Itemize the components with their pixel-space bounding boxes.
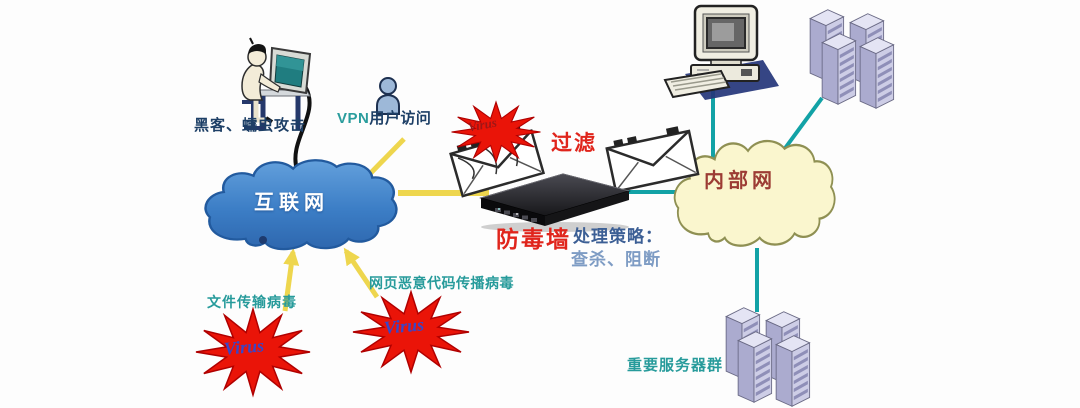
important-server-group-label: 重要服务器群: [627, 357, 724, 374]
web-malicious-code-virus-label: 网页恶意代码传播病毒: [369, 275, 514, 291]
link-intranet-serverstop: [781, 96, 824, 153]
internet-cloud-label: 互联网: [254, 192, 329, 214]
strategy-title-label: 处理策略：: [573, 227, 663, 246]
intranet-servers-icon: [809, 9, 895, 109]
antivirus-wall-label: 防毒墙: [496, 226, 571, 252]
vpn-user-icon: [376, 77, 400, 115]
vpn-user-label-en: VPN: [337, 110, 370, 127]
arrow-webvirus-to-internet: [343, 247, 380, 299]
virus-text-file: Virus: [223, 335, 265, 359]
cloud-mark: [259, 236, 267, 244]
vpn-user-label-cn: 用户访问: [369, 110, 432, 127]
strategy-actions-label: 查杀、阻断: [571, 250, 661, 269]
intranet-cloud-label: 内部网: [704, 170, 776, 192]
hacker-cable: [293, 86, 312, 172]
firewall-appliance-icon: [479, 173, 631, 232]
filter-label: 过滤: [551, 132, 597, 155]
virus-text-web: Virus: [383, 314, 425, 338]
workstation-icon: [663, 4, 779, 100]
arrow-filevirus-to-internet: [282, 248, 300, 312]
vpn-user-label: VPN用户访问: [337, 110, 431, 127]
file-transfer-virus-label: 文件传输病毒: [207, 294, 297, 310]
important-servers-icon: [725, 307, 811, 407]
intranet-cloud: [673, 139, 836, 247]
hacker-at-computer-icon: [241, 37, 312, 130]
internet-cloud: [204, 159, 398, 251]
hacker-attack-label: 黑客、蠕虫攻击: [194, 117, 307, 134]
